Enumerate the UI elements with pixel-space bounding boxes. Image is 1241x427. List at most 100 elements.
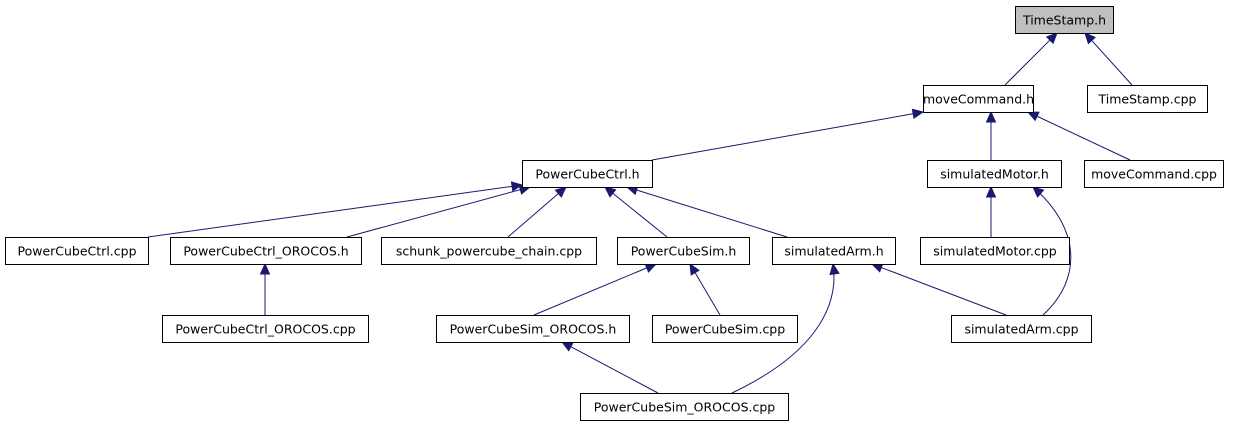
node-label: TimeStamp.h xyxy=(1022,13,1106,28)
node-simulatedarm-h[interactable]: simulatedArm.h xyxy=(772,237,896,265)
edge-powercubesim_orocos_cpp-to-simulatedarm_h xyxy=(731,262,840,394)
arrowhead xyxy=(689,262,700,276)
arrowhead xyxy=(985,110,997,123)
node-box xyxy=(617,237,750,265)
node-simulatedmotor-cpp[interactable]: simulatedMotor.cpp xyxy=(920,237,1070,265)
node-label: PowerCubeCtrl.cpp xyxy=(17,244,136,259)
node-powercubectrl-orocos-h[interactable]: PowerCubeCtrl_OROCOS.h xyxy=(170,237,362,265)
edge-line xyxy=(1091,40,1133,86)
edge-powercubectrl_orocos_cpp-to-powercubectrl_orocos_h xyxy=(259,262,271,315)
node-powercubectrl-h[interactable]: PowerCubeCtrl.h xyxy=(522,160,653,188)
edge-line xyxy=(147,185,513,238)
node-box xyxy=(927,160,1062,188)
node-box xyxy=(436,315,630,343)
arrowhead xyxy=(1045,32,1058,45)
edge-simulatedarm_cpp-to-simulatedarm_h xyxy=(870,262,1007,316)
node-label: simulatedArm.cpp xyxy=(964,322,1078,337)
edge-line xyxy=(636,189,788,238)
node-label: PowerCubeSim_OROCOS.cpp xyxy=(594,400,776,415)
node-label: PowerCubeSim.cpp xyxy=(665,322,785,337)
arrowhead xyxy=(911,108,925,120)
edge-simulatedmotor_cpp-to-simulatedmotor_h xyxy=(985,185,997,237)
edge-schunk_powercube_chain_cpp-to-powercubectrl_h xyxy=(507,186,567,238)
node-box xyxy=(5,237,149,265)
node-box xyxy=(1015,6,1114,34)
edge-simulatedarm_h-to-powercubectrl_h xyxy=(625,185,788,238)
node-simulatedmotor-h[interactable]: simulatedMotor.h xyxy=(927,160,1062,188)
edge-powercubesim_h-to-powercubectrl_h xyxy=(604,186,668,238)
edge-timestamp_cpp-to-timestamp_h xyxy=(1084,32,1133,86)
node-powercubesim-orocos-h[interactable]: PowerCubeSim_OROCOS.h xyxy=(436,315,630,343)
node-simulatedarm-cpp[interactable]: simulatedArm.cpp xyxy=(951,315,1092,343)
graph-edges xyxy=(147,32,1133,394)
edge-simulatedarm_cpp-to-simulatedmotor_h xyxy=(1032,186,1072,316)
edge-powercubesim_orocos_cpp-to-powercubesim_orocos_h xyxy=(560,341,659,394)
node-label: simulatedMotor.h xyxy=(940,167,1049,182)
node-timestamp-cpp[interactable]: TimeStamp.cpp xyxy=(1087,85,1208,113)
arrowhead xyxy=(259,262,271,275)
edge-powercubectrl_cpp-to-powercubectrl_h xyxy=(147,181,524,238)
edge-line xyxy=(1036,115,1131,161)
edge-powercubesim_cpp-to-powercubesim_h xyxy=(689,262,721,316)
node-powercubesim-h[interactable]: PowerCubeSim.h xyxy=(617,237,750,265)
edge-line xyxy=(533,267,647,316)
node-box xyxy=(652,315,798,343)
node-label: PowerCubeCtrl_OROCOS.cpp xyxy=(175,322,355,337)
node-label: schunk_powercube_chain.cpp xyxy=(396,244,582,259)
node-label: simulatedArm.h xyxy=(784,244,883,259)
edge-movecommand_cpp-to-movecommand_h xyxy=(1026,111,1131,161)
arrowhead xyxy=(985,185,997,198)
edge-line xyxy=(1004,39,1051,86)
node-box xyxy=(522,160,653,188)
node-box xyxy=(1084,160,1224,188)
node-label: moveCommand.cpp xyxy=(1091,167,1217,182)
node-box xyxy=(381,237,597,265)
node-label: PowerCubeSim_OROCOS.h xyxy=(450,322,617,337)
edge-line xyxy=(346,189,521,238)
arrowhead xyxy=(1084,32,1096,45)
edge-line xyxy=(570,346,659,394)
edge-powercubesim_orocos_h-to-powercubesim_h xyxy=(533,263,658,316)
arrowhead xyxy=(604,186,617,198)
node-box xyxy=(951,315,1092,343)
edge-simulatedmotor_h-to-movecommand_h xyxy=(985,110,997,160)
arrowhead xyxy=(829,262,840,276)
node-powercubesim-cpp[interactable]: PowerCubeSim.cpp xyxy=(652,315,798,343)
edge-powercubectrl_h-to-movecommand_h xyxy=(651,108,925,161)
edge-line xyxy=(731,263,835,394)
node-box xyxy=(923,85,1034,113)
node-box xyxy=(162,315,369,343)
node-timestamp-h: TimeStamp.h xyxy=(1015,6,1114,34)
edge-line xyxy=(1032,186,1072,316)
node-label: PowerCubeSim.h xyxy=(631,244,737,259)
arrowhead xyxy=(1032,186,1045,198)
arrowhead xyxy=(510,181,524,192)
node-label: PowerCubeCtrl.h xyxy=(535,167,639,182)
node-schunk-powercube-chain-cpp[interactable]: schunk_powercube_chain.cpp xyxy=(381,237,597,265)
node-label: simulatedMotor.cpp xyxy=(933,244,1056,259)
graph-nodes: TimeStamp.h moveCommand.h TimeStamp.cppPow… xyxy=(5,6,1224,421)
edge-line xyxy=(651,113,914,161)
edge-line xyxy=(694,272,721,316)
edge-line xyxy=(612,192,668,238)
node-label: PowerCubeCtrl_OROCOS.h xyxy=(183,244,348,259)
node-powercubectrl-cpp[interactable]: PowerCubeCtrl.cpp xyxy=(5,237,149,265)
node-label: moveCommand.h xyxy=(923,92,1034,107)
node-box xyxy=(1087,85,1208,113)
edge-line xyxy=(881,267,1007,316)
node-powercubesim-orocos-cpp[interactable]: PowerCubeSim_OROCOS.cpp xyxy=(580,393,789,421)
arrowhead xyxy=(560,341,574,352)
node-movecommand-h[interactable]: moveCommand.h xyxy=(923,85,1034,113)
edge-movecommand_h-to-timestamp_h xyxy=(1004,32,1058,86)
arrowhead xyxy=(554,186,567,198)
node-box xyxy=(920,237,1070,265)
node-box xyxy=(772,237,896,265)
edge-powercubectrl_orocos_h-to-powercubectrl_h xyxy=(346,184,532,238)
node-movecommand-cpp[interactable]: moveCommand.cpp xyxy=(1084,160,1224,188)
arrowhead xyxy=(1026,111,1040,122)
edge-line xyxy=(507,193,559,238)
node-box xyxy=(580,393,789,421)
node-powercubectrl-orocos-cpp[interactable]: PowerCubeCtrl_OROCOS.cpp xyxy=(162,315,369,343)
node-box xyxy=(170,237,362,265)
